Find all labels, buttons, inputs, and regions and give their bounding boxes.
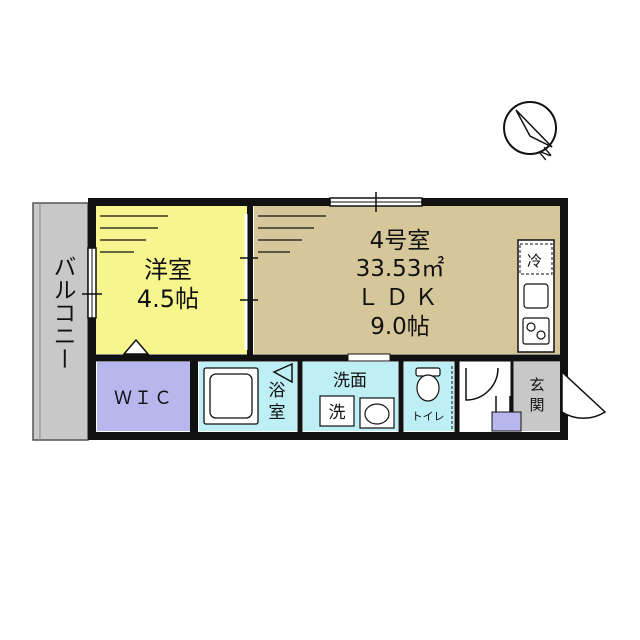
toilet-icon [415, 367, 441, 402]
outer-wall [88, 198, 568, 440]
washbasin-icon [359, 397, 395, 429]
balcony-label: バルコニー [49, 255, 76, 370]
ldk-size: 9.0帖 [370, 314, 430, 340]
window-wash-top [347, 353, 391, 362]
bath-label-1: 浴 [269, 381, 286, 401]
fridge-label: 冷 [527, 252, 542, 270]
washer-box [319, 395, 355, 427]
western-room-size: 4.5帖 [137, 285, 199, 313]
fridge-box [519, 243, 553, 275]
entrance-door-swing [561, 370, 607, 419]
bath-door [272, 362, 293, 384]
toilet-label: トイレ [412, 410, 445, 423]
compass: N [503, 101, 557, 164]
walls [88, 198, 568, 440]
ldk-room [254, 206, 560, 354]
room-type: ＬＤＫ [357, 285, 444, 311]
unit-number: 4号室 [370, 228, 431, 254]
compass-needle-light [515, 109, 553, 148]
wic-door [122, 338, 150, 355]
western-room [96, 206, 248, 354]
washroom-label: 洗面 [333, 371, 367, 391]
hall-door-swing [465, 367, 499, 401]
entrance-label-2: 関 [529, 396, 544, 414]
unit-area: 33.53㎡ [356, 256, 445, 282]
washer-label: 洗 [329, 403, 346, 423]
sink-icon [523, 283, 549, 309]
closet-lines [100, 215, 326, 253]
stove-icon [522, 317, 550, 345]
ldk-labels: 4号室 33.53㎡ ＬＤＫ 9.0帖 [356, 228, 445, 340]
western-room-labels: 洋室 4.5帖 [137, 256, 199, 313]
doors [122, 338, 607, 419]
windows [82, 192, 423, 362]
shoe-box [491, 411, 522, 432]
bath-label-2: 室 [269, 403, 286, 423]
wic-room [97, 362, 190, 431]
entrance-label-1: 玄 [529, 376, 544, 394]
western-room-name: 洋室 [144, 256, 192, 284]
wic-label: ＷＩＣ [114, 388, 174, 409]
kitchen-counter [517, 239, 555, 353]
bathtub-icon [203, 367, 259, 425]
